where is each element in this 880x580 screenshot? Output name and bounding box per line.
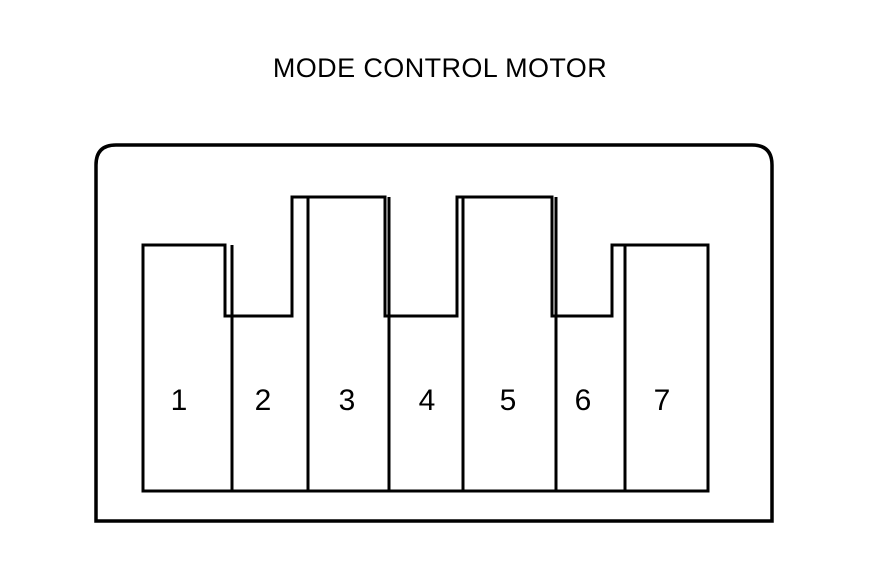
cavity-outline bbox=[141, 195, 710, 493]
terminal-number-6: 6 bbox=[575, 384, 592, 417]
terminal-number-5: 5 bbox=[500, 384, 517, 417]
terminal-dividers bbox=[230, 197, 627, 491]
terminal-number-3: 3 bbox=[339, 384, 356, 417]
terminal-number-4: 4 bbox=[419, 384, 436, 417]
connector-housing-outline bbox=[94, 143, 774, 523]
page-title: MODE CONTROL MOTOR bbox=[272, 53, 608, 83]
terminal-number-2: 2 bbox=[255, 384, 272, 417]
terminal-numbers: 1 2 3 4 5 6 7 bbox=[171, 384, 671, 417]
terminal-number-7: 7 bbox=[654, 384, 671, 417]
terminal-number-1: 1 bbox=[171, 384, 188, 417]
